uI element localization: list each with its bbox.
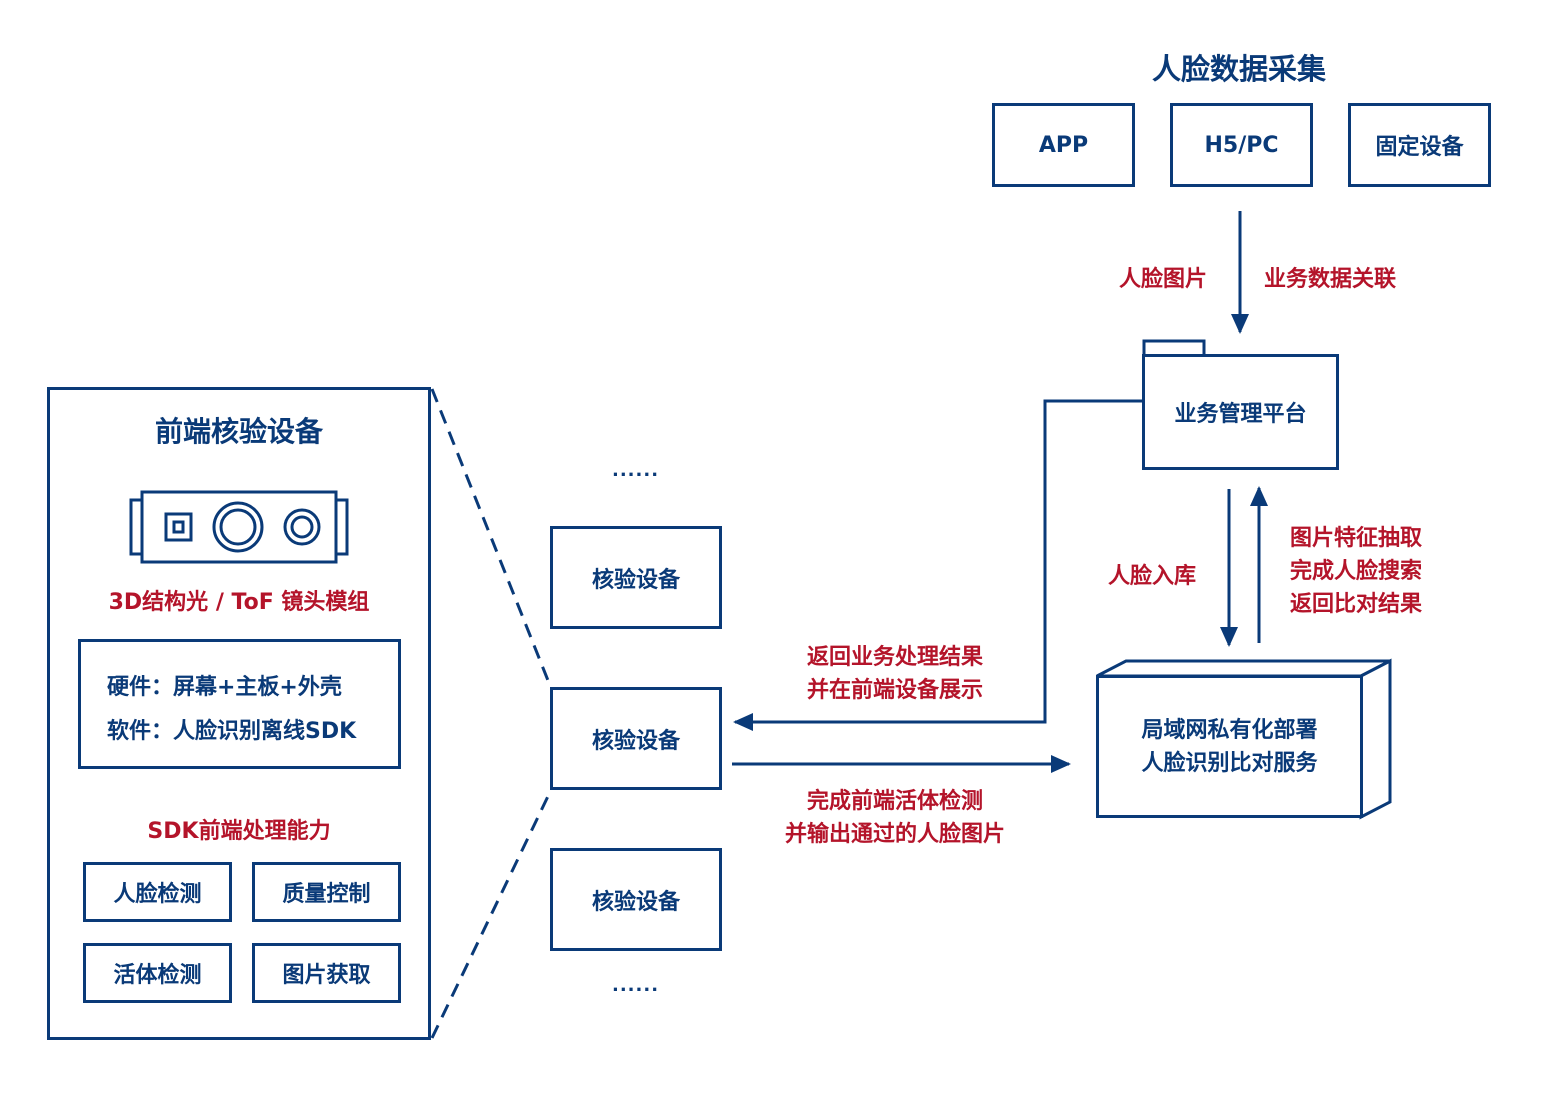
- capability-quality-control: 质量控制: [252, 862, 401, 922]
- label-send-face: 完成前端活体检测 并输出通过的人脸图片: [760, 785, 1030, 851]
- source-box-fixed-device: 固定设备: [1348, 103, 1491, 187]
- frontend-title: 前端核验设备: [154, 415, 323, 448]
- label-feature-search-line: 完成人脸搜索: [1290, 559, 1423, 584]
- face-recognition-service-box: 局域网私有化部署 人脸识别比对服务: [1096, 675, 1363, 818]
- software-line: 软件：人脸识别离线SDK: [107, 719, 357, 744]
- service-line-1: 局域网私有化部署: [1141, 717, 1318, 743]
- device-box-2: 核验设备: [550, 687, 722, 790]
- ellipsis-bottom: ......: [612, 975, 660, 996]
- label-feature-search-line: 图片特征抽取: [1290, 526, 1423, 551]
- camera-caption: 3D结构光 / ToF 镜头模组: [108, 590, 370, 615]
- sdk-capability-title: SDK前端处理能力: [147, 819, 331, 844]
- label-face-image: 人脸图片: [1119, 267, 1208, 292]
- service-box-side-face: [1359, 658, 1392, 820]
- label-feature-search-line: 返回比对结果: [1290, 592, 1423, 617]
- collection-title: 人脸数据采集: [1152, 52, 1327, 86]
- dashed-zoom-line-top: [430, 388, 553, 689]
- device-box-1: 核验设备: [550, 526, 722, 629]
- capability-image-capture: 图片获取: [252, 943, 401, 1003]
- hw-sw-box: 硬件：屏幕+主板+外壳 软件：人脸识别离线SDK: [78, 639, 401, 769]
- hardware-line: 硬件：屏幕+主板+外壳: [107, 675, 342, 700]
- label-return-result-line: 返回业务处理结果: [806, 645, 983, 670]
- device-box-3: 核验设备: [550, 848, 722, 951]
- arrow-platform-to-device: [733, 399, 1143, 731]
- service-box-top-face: [1096, 659, 1391, 678]
- business-platform-box: 业务管理平台: [1142, 354, 1339, 470]
- label-feature-search: 图片特征抽取 完成人脸搜索 返回比对结果: [1290, 522, 1422, 621]
- dashed-zoom-line-bottom: [430, 789, 553, 1039]
- label-return-result-line: 并在前端设备展示: [806, 678, 983, 703]
- capability-face-detection: 人脸检测: [83, 862, 232, 922]
- service-line-2: 人脸识别比对服务: [1141, 750, 1318, 776]
- source-box-h5-pc: H5/PC: [1170, 103, 1313, 187]
- label-send-face-line: 并输出通过的人脸图片: [784, 822, 1005, 847]
- label-face-enroll: 人脸入库: [1108, 564, 1197, 589]
- capability-liveness-detection: 活体检测: [83, 943, 232, 1003]
- source-box-app: APP: [992, 103, 1135, 187]
- camera-module-icon: [129, 490, 349, 564]
- frontend-device-panel: [47, 387, 431, 1040]
- ellipsis-top: ......: [612, 460, 660, 481]
- label-business-data-link: 业务数据关联: [1264, 267, 1397, 292]
- label-return-result: 返回业务处理结果 并在前端设备展示: [770, 641, 1020, 707]
- label-send-face-line: 完成前端活体检测: [806, 789, 983, 814]
